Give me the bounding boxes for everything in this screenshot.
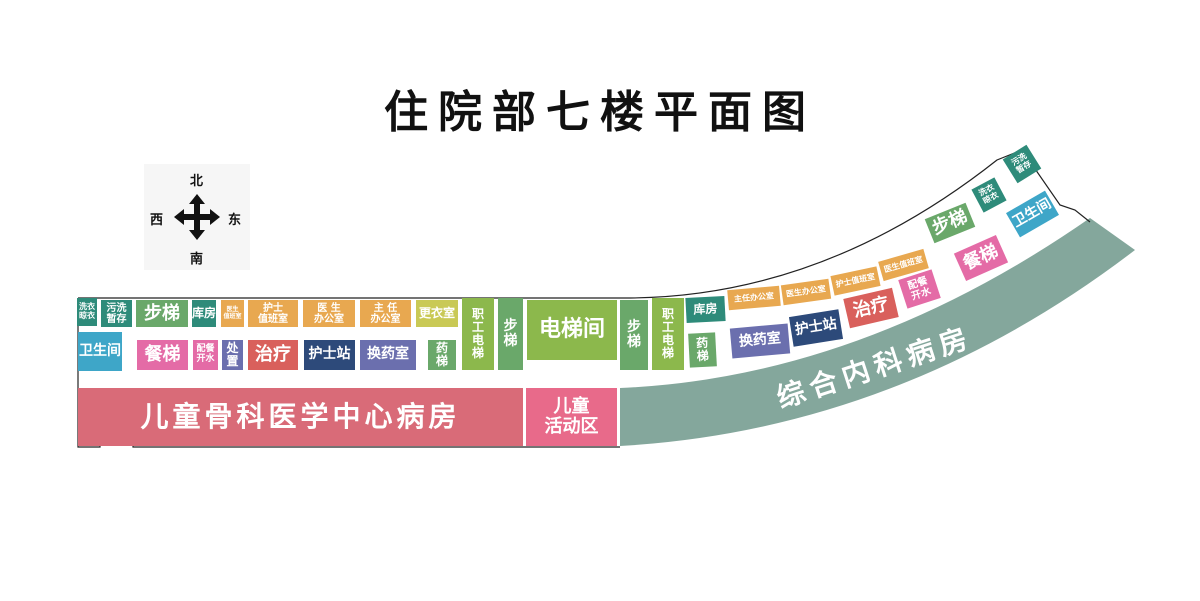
room-nurse-duty-left[interactable]: 护士 值班室 [248, 300, 298, 327]
room-elevator-hall[interactable]: 电梯间 [527, 300, 617, 360]
room-treatment-left[interactable]: 治疗 [248, 340, 298, 370]
page-title: 住院部七楼平面图 [384, 87, 816, 138]
compass-west: 西 [150, 213, 164, 228]
room-pantry-left[interactable]: 配餐 开水 [193, 340, 218, 370]
area-children-activity[interactable]: 儿童 活动区 [526, 388, 617, 446]
room-storage-right[interactable]: 库房 [685, 295, 726, 324]
room-stairs-center-1[interactable]: 步 梯 [498, 298, 523, 370]
compass-south: 南 [190, 252, 204, 267]
room-doctor-office-left[interactable]: 医 生 办公室 [303, 300, 355, 327]
ward-pediatric-orthopedics[interactable]: 儿童骨科医学中心病房 [78, 388, 523, 446]
room-locker[interactable]: 更衣室 [416, 300, 458, 327]
room-dressing-left[interactable]: 换药室 [360, 340, 416, 370]
room-dirty-storage-left[interactable]: 污洗 暂存 [101, 300, 132, 327]
room-nurse-station-left[interactable]: 护士站 [304, 340, 355, 370]
compass-arrows-icon [174, 194, 220, 240]
room-drug-lift-left[interactable]: 药 梯 [428, 340, 456, 370]
room-staff-lift-1[interactable]: 职 工 电 梯 [462, 298, 494, 370]
ward-right-band [620, 218, 1135, 446]
room-food-lift-left[interactable]: 餐梯 [137, 340, 188, 370]
compass-north: 北 [190, 174, 204, 189]
room-storage-left[interactable]: 库房 [192, 300, 216, 327]
room-staff-lift-2[interactable]: 职 工 电 梯 [652, 298, 684, 370]
compass-east: 东 [228, 213, 242, 228]
room-dressing-right[interactable]: 换药室 [729, 323, 791, 359]
room-drug-lift-right[interactable]: 药 梯 [688, 332, 717, 368]
room-doctor-duty-left[interactable]: 医生 值班室 [221, 300, 244, 327]
room-disposal[interactable]: 处 置 [222, 340, 243, 370]
room-stairs-center-2[interactable]: 步 梯 [620, 300, 648, 370]
room-stairs-left[interactable]: 步梯 [136, 300, 188, 327]
compass: 北 南 西 东 [144, 164, 250, 270]
room-laundry-left[interactable]: 洗衣 晾衣 [77, 298, 97, 326]
room-toilet-left[interactable]: 卫生间 [78, 332, 122, 371]
room-director-office-left[interactable]: 主 任 办公室 [360, 300, 411, 327]
